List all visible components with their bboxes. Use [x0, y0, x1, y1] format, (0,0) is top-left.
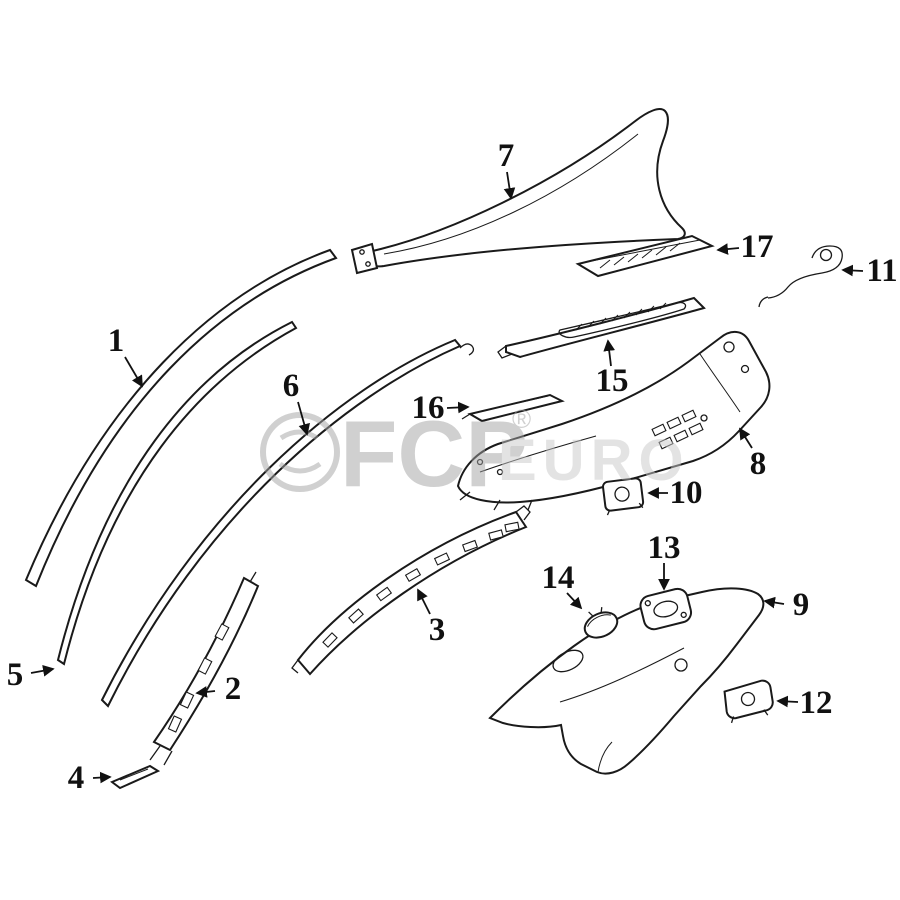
- callout-12: 12: [776, 685, 833, 721]
- part-3-clips: [322, 521, 520, 648]
- callout-4: 4: [68, 760, 112, 796]
- part-3-frame-rail: [291, 505, 531, 676]
- callout-5: 5: [7, 657, 55, 693]
- callout-4-arrow: [92, 771, 112, 784]
- callout-2: 2: [195, 671, 242, 707]
- part-16-bracket-strip: [461, 393, 565, 423]
- callout-16-arrow: [446, 401, 470, 414]
- callout-15-arrow: [603, 339, 615, 367]
- part-12-support-bracket: [723, 679, 774, 724]
- callout-11: 11: [841, 253, 898, 289]
- callout-9-arrow: [763, 596, 785, 609]
- part-6-trim-strip: [100, 338, 475, 708]
- callout-6-label: 6: [283, 368, 300, 404]
- watermark-registered-mark: ®: [512, 404, 531, 434]
- watermark-fcp-text: FCP: [340, 401, 528, 506]
- callout-11-arrow: [841, 264, 864, 277]
- callout-5-label: 5: [7, 657, 24, 693]
- watermark-euro-text: EURO: [498, 428, 690, 493]
- callout-12-arrow: [776, 695, 799, 708]
- callout-3-label: 3: [429, 612, 446, 648]
- part-9-quarter-trim-panel: [488, 587, 765, 775]
- callout-10-label: 10: [670, 475, 703, 511]
- callout-7: 7: [498, 138, 516, 200]
- callout-17-arrow: [716, 243, 740, 255]
- fcp-euro-watermark: FCP ® EURO: [260, 401, 690, 506]
- part-13-striker-bracket: [639, 587, 693, 631]
- part-17-vent-trim: [575, 234, 715, 278]
- callout-15: 15: [596, 339, 629, 399]
- callout-2-label: 2: [225, 671, 242, 707]
- callout-8: 8: [739, 427, 767, 482]
- callout-6-arrow: [297, 401, 310, 436]
- callout-14: 14: [542, 560, 583, 610]
- callout-13: 13: [648, 530, 681, 591]
- callout-11-label: 11: [866, 253, 897, 289]
- part-2-clips: [167, 623, 230, 733]
- part-11-wiring-hook: [758, 245, 843, 308]
- callout-2-arrow: [195, 686, 216, 698]
- part-15-quarter-trim-insert: [497, 296, 706, 359]
- callout-4-label: 4: [68, 760, 85, 796]
- callout-15-label: 15: [596, 363, 629, 399]
- callout-7-arrow: [503, 171, 516, 200]
- callout-16: 16: [412, 390, 470, 426]
- part-8-quarter-inner-panel: [456, 331, 771, 511]
- callout-5-arrow: [30, 665, 55, 677]
- part-1-roof-molding: [24, 248, 338, 588]
- callout-1: 1: [108, 323, 143, 388]
- callout-6: 6: [283, 368, 310, 436]
- callout-9-label: 9: [793, 587, 810, 623]
- callout-8-label: 8: [750, 446, 767, 482]
- callout-3-arrow: [417, 588, 431, 615]
- callout-17-label: 17: [741, 229, 774, 265]
- callout-9: 9: [763, 587, 810, 623]
- part-10-clip-bracket: [602, 477, 645, 516]
- callout-10: 10: [647, 475, 703, 511]
- callout-7-label: 7: [498, 138, 515, 174]
- callouts: 1 2 3 4 5 6 7 8: [7, 138, 898, 796]
- callout-1-label: 1: [108, 323, 125, 359]
- part-4-end-cap: [110, 764, 161, 790]
- part-8-vent-grid: [651, 409, 704, 450]
- callout-14-label: 14: [542, 560, 575, 596]
- fcp-logo-icon: [260, 412, 340, 492]
- part-2-pillar-rail: [149, 571, 260, 766]
- callout-17: 17: [716, 229, 774, 265]
- callout-12-label: 12: [800, 685, 833, 721]
- callout-13-label: 13: [648, 530, 681, 566]
- callout-8-arrow: [739, 427, 753, 449]
- callout-14-arrow: [566, 592, 583, 610]
- part-5-molding-strip: [56, 320, 298, 666]
- part-14-access-cap: [583, 607, 619, 639]
- callout-3: 3: [417, 588, 446, 648]
- part-7-roof-rail-trim: [350, 108, 686, 275]
- callout-16-label: 16: [412, 390, 445, 426]
- callout-1-arrow: [124, 356, 143, 388]
